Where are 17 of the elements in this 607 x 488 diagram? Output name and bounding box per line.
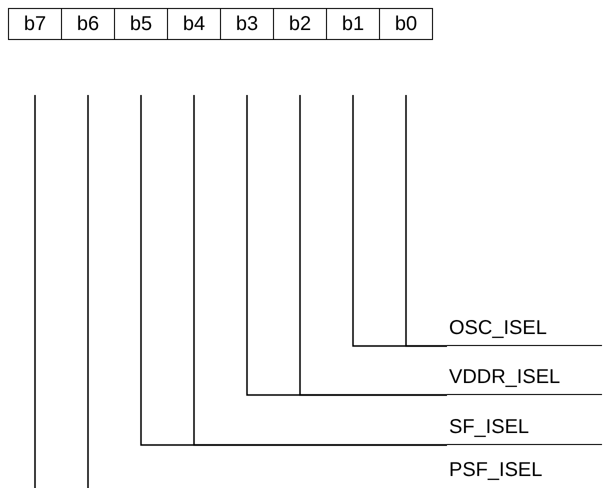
bit-cell: b3 [220,8,274,40]
bit-cell: b6 [61,8,115,40]
signal-name: SF_ISEL [447,410,602,445]
bit-line [87,95,89,488]
signal-name: OSC_ISEL [447,312,602,346]
bit-line [34,95,36,488]
bit-cell: b1 [326,8,380,40]
bit-line [193,95,447,446]
bit-cell: b7 [8,8,62,40]
signal-name: PSF_ISEL [448,458,544,482]
bit-cell: b4 [167,8,221,40]
bit-line [299,95,447,396]
bit-line [405,95,447,347]
bit-cell: b0 [379,8,433,40]
bit-cell: b2 [273,8,327,40]
bit-cell: b5 [114,8,168,40]
signal-name: VDDR_ISEL [447,361,602,395]
